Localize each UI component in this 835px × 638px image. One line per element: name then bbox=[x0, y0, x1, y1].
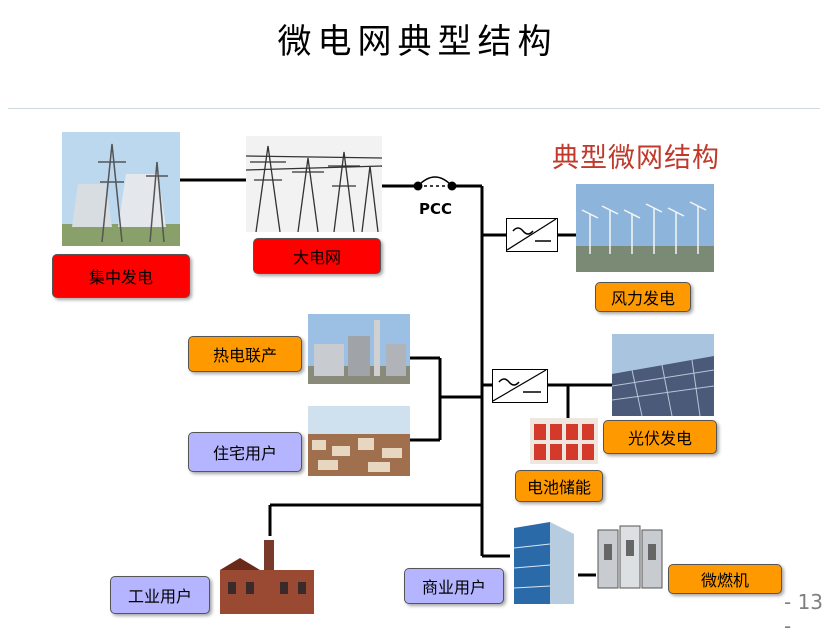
battery-image bbox=[530, 418, 598, 464]
label-residential: 住宅用户 bbox=[188, 432, 302, 472]
chp-plant-image bbox=[308, 314, 410, 384]
inverter-wind-icon bbox=[506, 218, 558, 252]
label-commercial: 商业用户 bbox=[404, 568, 504, 604]
label-central-generation: 集中发电 bbox=[52, 254, 190, 298]
label-pv-power: 光伏发电 bbox=[603, 420, 717, 454]
page-title: 微电网典型结构 bbox=[277, 22, 558, 62]
transmission-tower-image bbox=[246, 136, 382, 232]
inverter-pv-icon bbox=[492, 369, 548, 403]
label-wind-power: 风力发电 bbox=[595, 282, 691, 312]
micro-turbine-image bbox=[596, 520, 664, 592]
label-chp: 热电联产 bbox=[188, 336, 302, 372]
title-divider bbox=[8, 108, 820, 109]
commercial-building-image bbox=[510, 518, 578, 604]
residential-image bbox=[308, 406, 410, 476]
factory-image bbox=[210, 536, 324, 616]
solar-panel-image bbox=[612, 334, 714, 416]
page-number: - 13 - bbox=[784, 590, 824, 638]
wind-farm-image bbox=[576, 184, 714, 272]
label-battery-storage: 电池储能 bbox=[515, 470, 603, 502]
diagram-title: 典型微网结构 bbox=[552, 143, 720, 174]
label-micro-turbine: 微燃机 bbox=[668, 564, 782, 594]
label-industrial: 工业用户 bbox=[110, 576, 210, 614]
power-plant-image bbox=[62, 132, 180, 246]
pcc-switch bbox=[413, 176, 457, 191]
label-main-grid: 大电网 bbox=[253, 238, 381, 274]
pcc-label: PCC bbox=[419, 200, 453, 218]
